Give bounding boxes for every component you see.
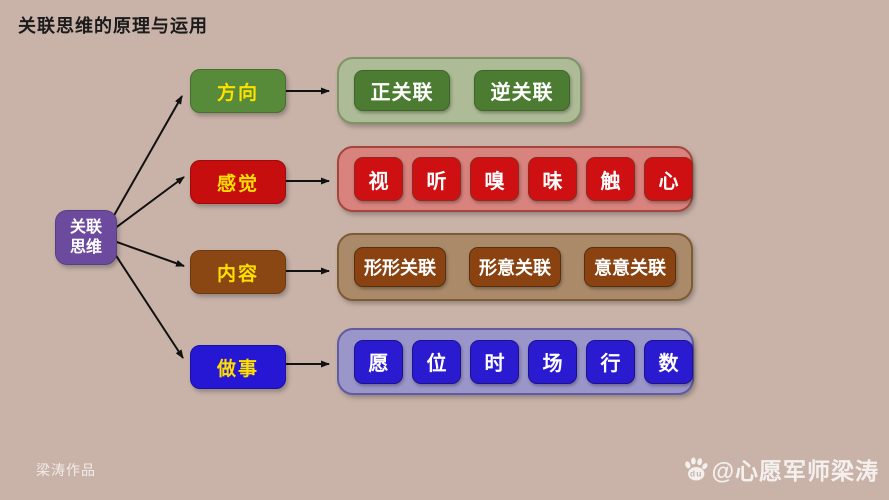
item-box: 听	[412, 157, 461, 201]
watermark-text: @心愿军师梁涛	[711, 458, 879, 484]
root-label-line1: 关联	[69, 219, 102, 237]
item-box: 嗅	[470, 157, 519, 201]
branch-direction-label: 方向	[216, 82, 259, 104]
branch-action: 做事	[190, 345, 286, 389]
item-box: 行	[586, 339, 635, 384]
watermark: du @心愿军师梁涛	[682, 452, 879, 486]
group-sense-items: 视 听 嗅 味 触 心	[337, 146, 693, 212]
branch-sense-label: 感觉	[216, 173, 259, 195]
branch-content: 内容	[190, 250, 286, 294]
item-box: 愿	[354, 339, 403, 384]
item-box: 触	[586, 157, 635, 201]
arrow-lines	[111, 87, 330, 368]
branch-direction: 方向	[190, 69, 286, 113]
item-box: 视	[354, 157, 403, 201]
item-box: 形意关联	[469, 247, 561, 287]
item-box: 形形关联	[354, 247, 446, 287]
item-box: 时	[470, 339, 519, 384]
item-box: 味	[528, 157, 577, 201]
group-action-items: 愿 位 时 场 行 数	[337, 328, 694, 395]
group-direction-items: 正关联 逆关联	[337, 57, 582, 124]
item-box: 位	[412, 339, 461, 384]
item-box: 数	[644, 339, 693, 384]
item-box: 正关联	[354, 70, 450, 111]
root-label-line2: 思维	[69, 238, 102, 256]
branch-action-label: 做事	[216, 358, 259, 380]
item-box: 场	[528, 339, 577, 384]
baidu-paw-icon: du	[682, 456, 710, 482]
author-credit: 梁涛作品	[36, 462, 96, 478]
item-box: 意意关联	[584, 247, 676, 287]
item-box: 逆关联	[474, 70, 570, 111]
page-title: 关联思维的原理与运用	[18, 16, 208, 36]
root-node-association-thinking: 关联 思维	[55, 210, 117, 265]
group-content-items: 形形关联 形意关联 意意关联	[337, 233, 693, 301]
item-box: 心	[644, 157, 693, 201]
branch-sense: 感觉	[190, 160, 286, 204]
baidu-icon-text: du	[689, 469, 702, 479]
branch-content-label: 内容	[216, 263, 259, 285]
